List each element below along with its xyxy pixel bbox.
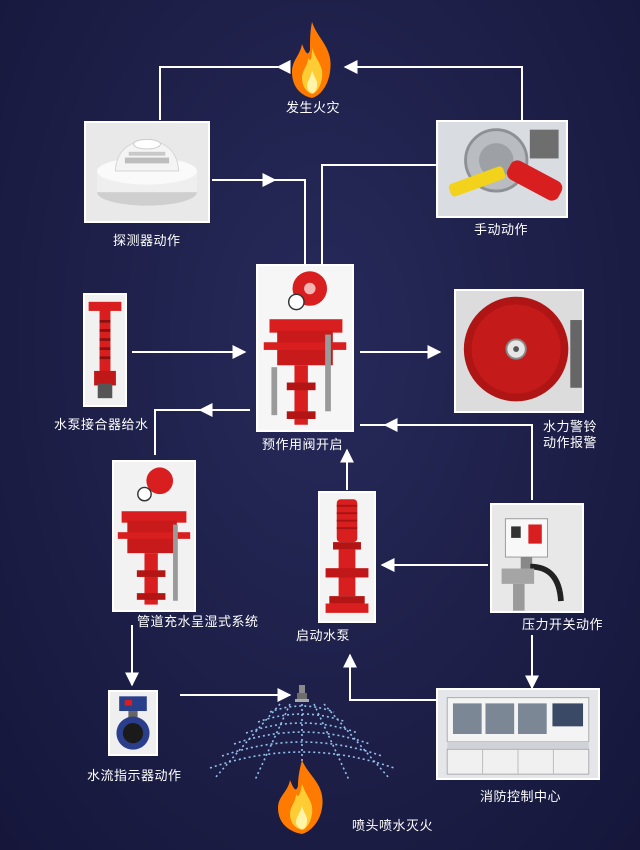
fire-top-label: 发生火灾: [286, 101, 341, 116]
sprinkler-head-icon: [295, 685, 309, 705]
fire-top-icon: [280, 20, 344, 100]
preaction-valve-image: [256, 264, 354, 432]
water-bell-label-line2: 动作报警: [543, 436, 598, 451]
connector-fire-to-detector: [159, 60, 291, 120]
connector-pressure-to-valve: [360, 424, 533, 500]
pressure-switch-image: [490, 503, 584, 613]
control-center-image: [436, 688, 600, 780]
pressure-switch-label: 压力开关动作: [522, 618, 604, 633]
sprinkler-label: 喷头喷水灭火: [352, 819, 434, 834]
control-center-label: 消防控制中心: [480, 790, 562, 805]
connector-manual-to-valve: [321, 158, 448, 265]
smoke-detector-image: [84, 121, 210, 223]
water-bell-label-line1: 水力警铃: [543, 420, 598, 435]
water-pump-image: [318, 491, 376, 623]
manual-valve-image: [436, 120, 568, 218]
connector-manual-to-fire: [343, 60, 523, 120]
connector-control-to-pump: [343, 653, 438, 701]
flow-indicator-image: [108, 690, 158, 756]
connector-valve-to-pipefill: [154, 409, 250, 455]
wet-system-valve-image: [112, 460, 196, 612]
water-bell-image: [454, 289, 584, 413]
flow-indicator-label: 水流指示器动作: [87, 769, 182, 784]
start-pump-label: 启动水泵: [296, 629, 351, 644]
preaction-valve-label: 预作用阀开启: [262, 438, 344, 453]
fire-bottom-icon: [266, 758, 338, 834]
manual-label: 手动动作: [474, 223, 529, 238]
connector-detector-to-valve: [212, 179, 306, 265]
pump-connector-label: 水泵接合器给水: [54, 418, 149, 433]
pipe-fill-label: 管道充水呈湿式系统: [137, 615, 259, 630]
pump-connector-image: [83, 293, 127, 407]
detector-label: 探测器动作: [113, 234, 181, 249]
